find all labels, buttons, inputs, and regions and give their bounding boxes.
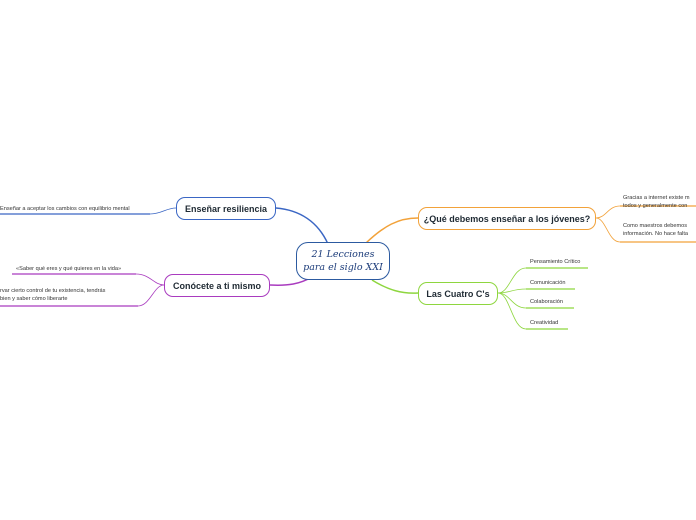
connector-cuatro-leaf-2 [497,288,527,294]
leaf-line: información. No hace falta [623,231,688,237]
leaf-ensenar-1[interactable]: Gracias a internet existe m todos y gene… [623,194,696,210]
leaf-ensenar-2[interactable]: Como maestros debemos información. No ha… [623,222,696,238]
connector-conocete-leaf-2 [137,284,165,307]
leaf-line: todos y generalmente con [623,203,688,209]
branch-label: Enseñar resiliencia [184,203,268,214]
connector-resiliencia-leaf [149,207,177,215]
leaf-line: Como maestros debemos [623,223,688,229]
leaf-colaboracion[interactable]: Colaboración [530,299,563,305]
central-topic-line-2: para el siglo XXI [303,262,383,273]
branch-que-debemos-ensenar[interactable]: ¿Qué debemos enseñar a los jóvenes? [418,207,596,230]
leaf-comunicacion[interactable]: Comunicación [530,280,566,286]
branch-conocete-a-ti-mismo[interactable]: Conócete a ti mismo [164,274,270,297]
leaf-pensamiento-critico[interactable]: Pensamiento Crítico [530,259,581,265]
connector-ensenar-leaf-2 [595,217,621,243]
connector-ensenar-leaf-1 [595,205,621,219]
connector-cuatro-leaf-1 [497,267,527,294]
branch-ensenar-resiliencia[interactable]: Enseñar resiliencia [176,197,276,220]
connector-cuatro-leaf-4 [497,292,527,330]
leaf-line: Gracias a inter [623,195,660,201]
central-topic-line-1: 21 Lecciones [311,249,375,260]
leaf-conocete-2[interactable]: rvar cierto control de tu existencia, te… [0,287,105,303]
leaf-creatividad[interactable]: Creatividad [530,320,559,326]
connector-cuatro [371,279,419,294]
leaf-line: net existe m [659,195,690,201]
connector-ensenar [365,217,419,244]
leaf-line: bien y saber cómo liberarte [0,296,68,302]
connector-resiliencia [275,207,329,245]
leaf-conocete-1[interactable]: «Saber qué eres y qué quieres en la vida… [16,266,122,272]
branch-label: Las Cuatro C's [426,288,490,299]
leaf-resiliencia-1[interactable]: Enseñar a aceptar los cambios con equili… [0,206,130,212]
connector-cuatro-leaf-3 [497,292,527,309]
branch-las-cuatro-cs[interactable]: Las Cuatro C's [418,282,498,305]
branch-label: ¿Qué debemos enseñar a los jóvenes? [423,213,591,224]
connector-conocete-leaf-1 [135,273,165,286]
leaf-line: rvar cierto control de tu existencia, te… [0,288,106,294]
branch-label: Conócete a ti mismo [172,280,262,291]
central-topic[interactable]: 21 Lecciones para el siglo XXI [296,242,390,280]
